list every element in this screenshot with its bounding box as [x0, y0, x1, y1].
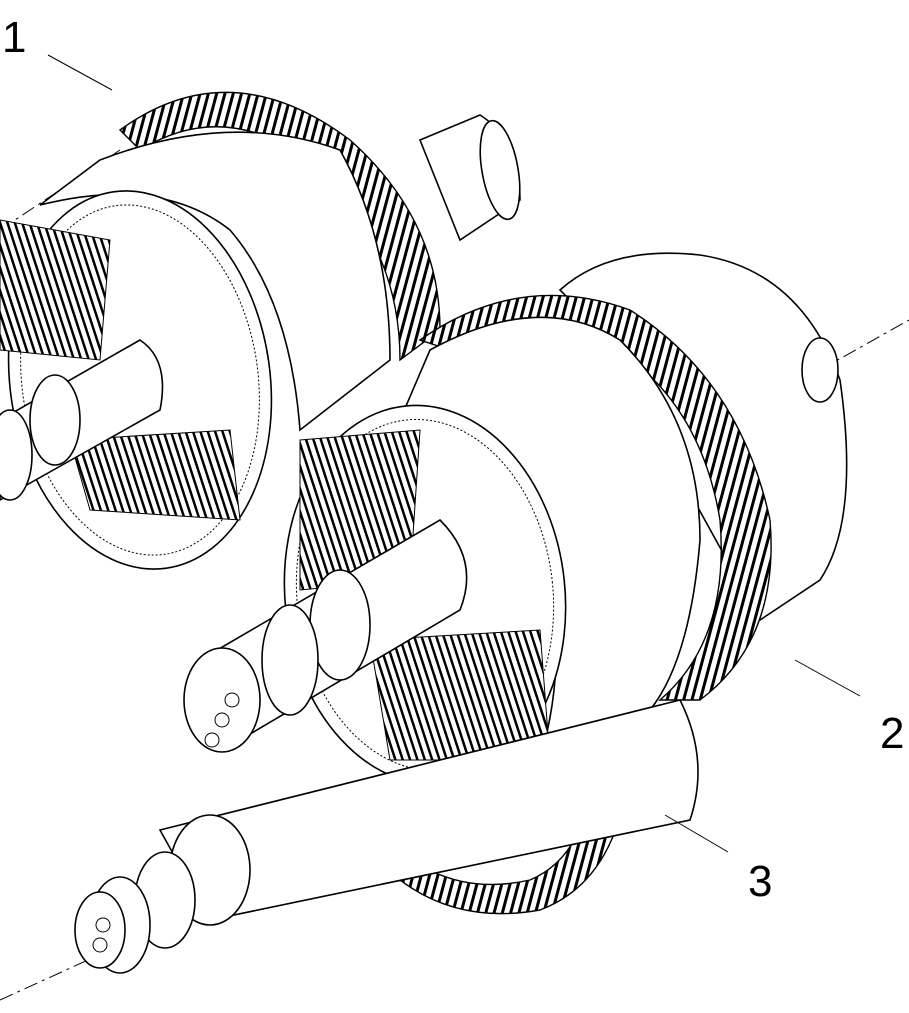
center-shaft-1 — [0, 339, 164, 501]
leader-line-3 — [664, 814, 729, 853]
long-shaft-3 — [158, 699, 699, 921]
gear-assembly-2 — [183, 252, 909, 786]
housing-1 — [39, 131, 391, 432]
callout-2: 2 — [880, 709, 904, 758]
callout-1: 1 — [2, 13, 26, 62]
shaft-end-3 — [74, 891, 126, 969]
gear-assembly-3 — [0, 699, 729, 1001]
callout-3: 3 — [748, 857, 772, 906]
gear-assembly-1 — [0, 54, 521, 570]
leader-line-2 — [794, 659, 861, 697]
leader-line-1 — [47, 54, 113, 91]
centerline-2 — [819, 319, 909, 371]
shaft-end-2 — [183, 647, 261, 753]
